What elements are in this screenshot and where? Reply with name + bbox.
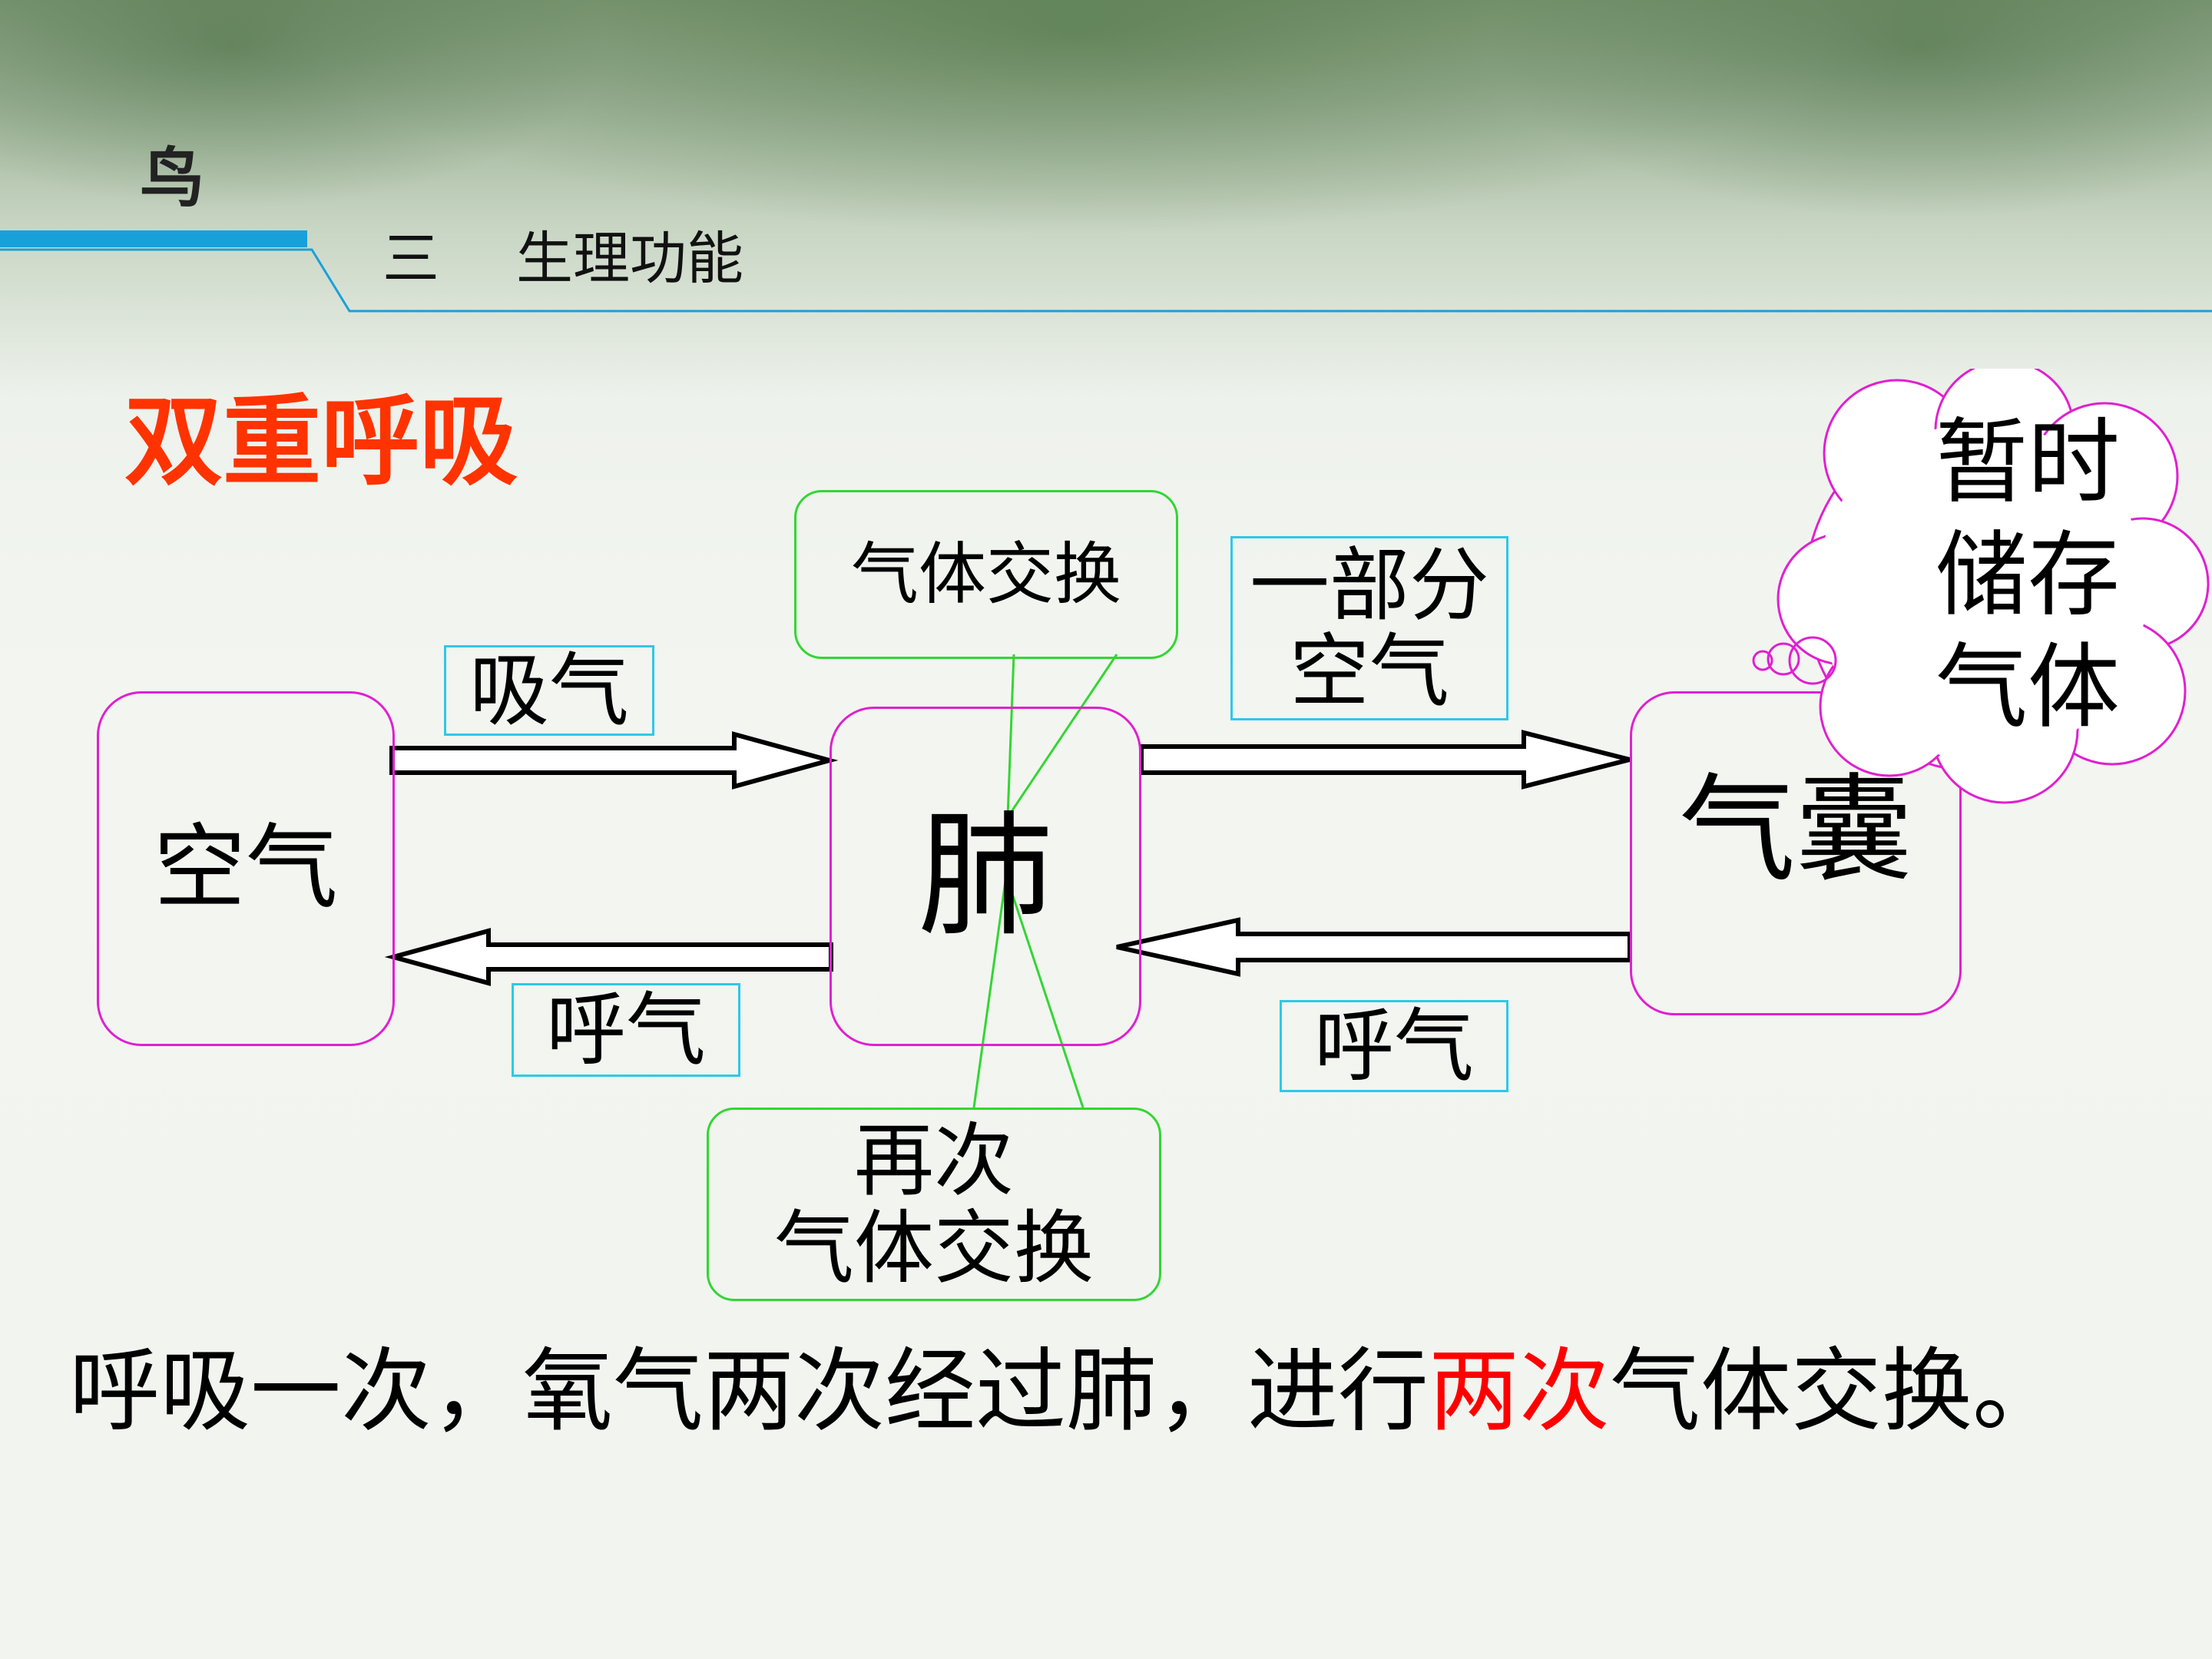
exhale-left-label: 呼气 <box>545 983 706 1077</box>
inhale-arrow <box>389 731 839 790</box>
part-of-air-line-1: 一部分 <box>1249 538 1489 632</box>
slide-title: 双重呼吸 <box>124 385 518 499</box>
temporary-storage-line-1: 暂时 <box>1936 409 2120 517</box>
header-decoration <box>0 230 2212 313</box>
gas-exchange-again-line-1: 再次 <box>853 1113 1014 1207</box>
air-sac-label: 气囊 <box>1679 762 1912 898</box>
callout-pointer-bottom <box>972 875 1084 1108</box>
summary-before: 呼吸一次，氧气两次经过肺，进行 <box>69 1338 1429 1444</box>
thought-cloud <box>1752 369 2210 804</box>
exhale-arrow-left <box>384 928 833 986</box>
section-number: 三 <box>382 226 439 292</box>
lung-node: 肺 <box>830 707 1141 1046</box>
summary-after: 气体交换。 <box>1610 1338 2064 1444</box>
temporary-storage-line-2: 储存 <box>1936 522 2120 629</box>
temporary-storage-line-3: 气体 <box>1936 634 2120 742</box>
gas-exchange-again-line-2: 气体交换 <box>773 1201 1094 1295</box>
gas-exchange-callout: 气体交换 <box>794 490 1178 659</box>
exhale-right-label: 呼气 <box>1313 999 1474 1093</box>
air-node: 空气 <box>97 691 395 1046</box>
exhale-arrow-right <box>1116 917 1632 977</box>
air-label: 空气 <box>154 815 338 922</box>
temporary-storage-text: 暂时 储存 气体 <box>1874 409 2181 741</box>
part-of-air-line-2: 空气 <box>1289 624 1449 718</box>
lung-label: 肺 <box>917 797 1053 955</box>
inhale-label: 吸气 <box>469 644 629 737</box>
summary-highlight: 两次 <box>1429 1338 1611 1444</box>
exhale-right-label-box: 呼气 <box>1280 1000 1508 1092</box>
air-sac-node: 气囊 <box>1630 691 1962 1015</box>
inhale-label-box: 吸气 <box>444 645 654 736</box>
part-of-air-label-box: 一部分 空气 <box>1230 536 1508 720</box>
exhale-left-label-box: 呼气 <box>512 983 740 1077</box>
summary-sentence: 呼吸一次，氧气两次经过肺，进行两次气体交换。 <box>69 1346 2063 1436</box>
section-title: 生理功能 <box>516 226 743 292</box>
gas-exchange-label: 气体交换 <box>850 535 1121 614</box>
gas-exchange-again-callout: 再次 气体交换 <box>707 1108 1161 1301</box>
lung-to-airsac-arrow <box>1139 730 1631 790</box>
subject-title: 鸟 <box>140 141 205 216</box>
